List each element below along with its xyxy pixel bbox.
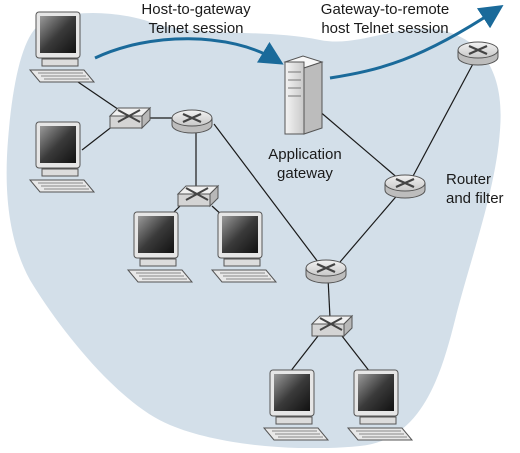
router-icon-filter: [383, 173, 427, 200]
host-to-gateway-arrow: [94, 37, 284, 65]
host-to-gateway-line-2: Telnet session: [148, 20, 244, 37]
router-icon-bottom: [304, 258, 348, 285]
application-gateway-line-1: Application: [268, 146, 342, 163]
switch-icon-left: [109, 107, 151, 129]
switch-icon-bottom: [311, 315, 353, 337]
router-icon-left: [170, 108, 214, 135]
router-icon-remote: [456, 40, 500, 67]
application-gateway-label: Application gateway: [268, 145, 341, 183]
server-icon-application-gateway: [283, 55, 324, 135]
gateway-to-remote-label: Gateway-to-remote host Telnet session: [321, 0, 449, 38]
gateway-to-remote-line-2: host Telnet session: [321, 20, 449, 37]
switch-icon-middle: [177, 185, 219, 207]
router-filter-line-1: Router: [446, 171, 492, 188]
application-gateway-line-2: gateway: [277, 165, 333, 182]
gateway-to-remote-line-1: Gateway-to-remote: [320, 1, 450, 18]
router-filter-label: Router and filter: [446, 170, 504, 208]
network-links: [77, 59, 476, 373]
host-to-gateway-label: Host-to-gateway Telnet session: [141, 0, 250, 38]
gateway-to-remote-arrow: [329, 5, 504, 80]
host-to-gateway-line-1: Host-to-gateway: [141, 1, 251, 18]
router-filter-line-2: and filter: [446, 190, 504, 207]
